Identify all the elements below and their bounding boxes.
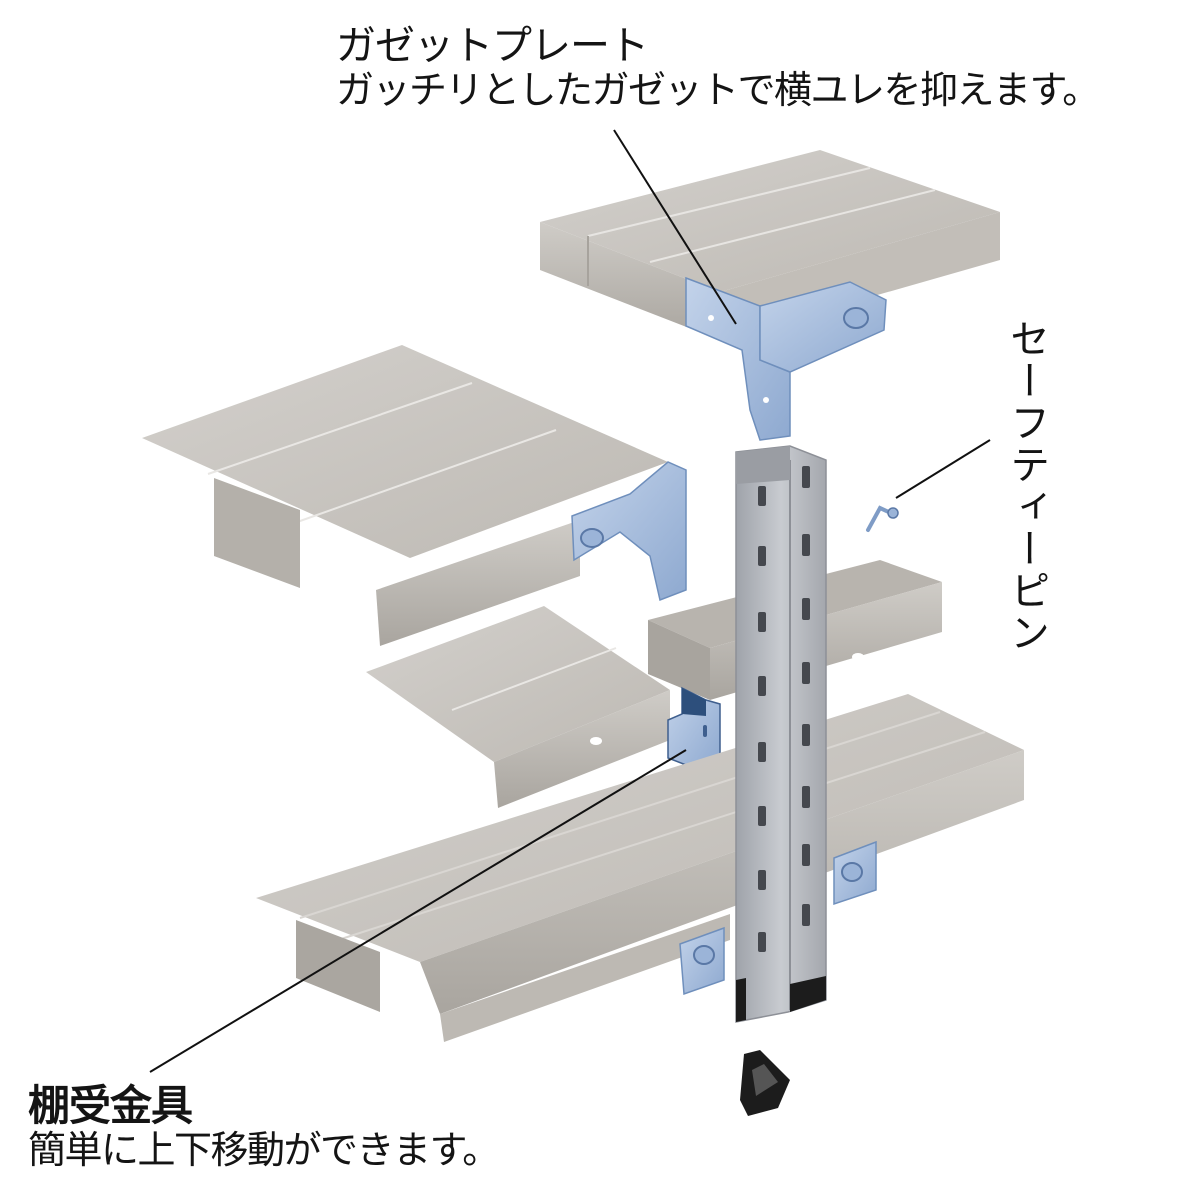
bottom-shelf — [256, 694, 1024, 1042]
gusset-plate — [685, 276, 887, 441]
foot-cap — [740, 1050, 790, 1116]
left-upper-shelf — [142, 345, 687, 646]
safety-pin — [866, 505, 899, 532]
shelf-bracket — [667, 686, 721, 769]
gusset-leader-line — [613, 129, 737, 325]
gusset-plate-callout: ガゼットプレート ガッチリとしたガゼットで横ユレを抑えます。 — [336, 23, 1100, 112]
upright-post — [735, 445, 827, 1023]
shelf-bracket-callout: 棚受金具 簡単に上下移動ができます。 — [28, 1081, 500, 1173]
pin-leader-line — [895, 439, 991, 499]
bracket-leader-line — [149, 749, 687, 1073]
shelf-bracket-description: 簡単に上下移動ができます。 — [28, 1128, 500, 1173]
gusset-plate-description: ガッチリとしたガゼットで横ユレを抑えます。 — [336, 67, 1100, 112]
gusset-plate-title: ガゼットプレート — [336, 23, 649, 69]
safety-pin-callout: セーフティーピン — [1003, 318, 1049, 654]
shelf-bracket-title: 棚受金具 — [28, 1081, 193, 1130]
left-middle-shelf — [366, 606, 670, 808]
